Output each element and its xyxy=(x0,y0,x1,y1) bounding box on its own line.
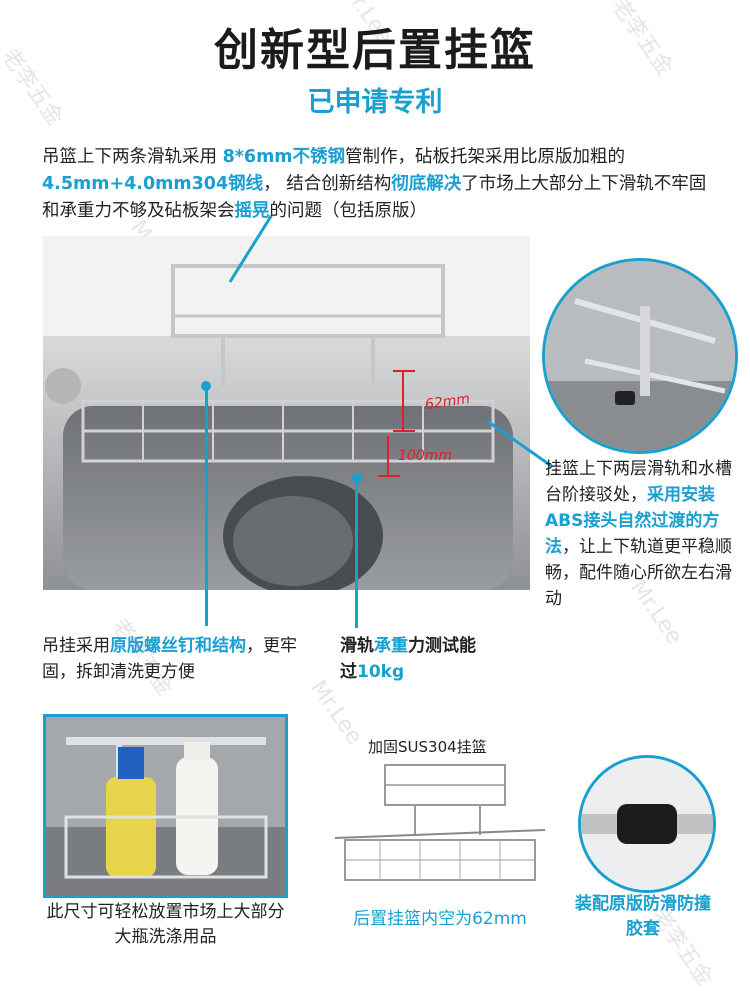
bottles-in-basket-illustration xyxy=(46,717,285,895)
description-text: 挂篮上下两层滑轨和水槽台阶接驳处， xyxy=(545,459,732,505)
watermark: Mr.Lee xyxy=(305,675,367,750)
caption-highlight: 10kg xyxy=(357,662,405,682)
intro-text: 了市场上大部分上下滑轨不牢固和承重力不够及砧板架会 xyxy=(42,174,707,221)
caption-text: 滑轨 xyxy=(340,636,374,656)
caption-highlight: 原版螺丝钉和结构 xyxy=(110,636,246,656)
page-subtitle: 已申请专利 xyxy=(307,87,443,118)
leader-line xyxy=(205,388,208,626)
rubber-sleeve-illustration xyxy=(581,758,713,890)
intro-text: 的问题（包括原版） xyxy=(269,201,428,221)
screw-caption: 吊挂采用原版螺丝钉和结构，更牢固，拆卸清洗更方便 xyxy=(42,633,302,685)
rubber-sleeve-caption: 装配原版防滑防撞胶套 xyxy=(575,894,711,939)
intro-paragraph: 吊篮上下两条滑轨采用 8*6mm不锈钢管制作，砧板托架采用比原版加粗的 4.5mm… xyxy=(42,144,722,225)
page-title: 创新型后置挂篮 xyxy=(214,25,536,76)
description-text: ，让上下轨道更平稳顺畅，配件随心所欲左右滑动 xyxy=(545,537,732,609)
inner-space-caption: 后置挂篮内空为62mm xyxy=(353,909,527,929)
intro-highlight: 4.5mm+4.0mm304钢线 xyxy=(42,174,264,194)
load-test-caption: 滑轨承重力测试能过10kg xyxy=(340,633,490,685)
basket-product-illustration xyxy=(334,764,546,881)
bottle-demo-photo xyxy=(43,714,288,898)
intro-highlight: 彻底解决 xyxy=(391,174,462,194)
caption-text: ，更牢固，拆卸清洗更方便 xyxy=(42,636,297,682)
zoom-detail-circle xyxy=(542,258,738,454)
intro-text: ， 结合创新结构 xyxy=(263,174,392,194)
caption-highlight: 承重 xyxy=(374,636,408,656)
main-product-photo: 62mm 100mm xyxy=(43,236,530,590)
intro-text: 吊篮上下两条滑轨采用 xyxy=(42,147,223,167)
intro-highlight: 8*6mm不锈钢 xyxy=(222,147,346,167)
basket-material-label: 加固SUS304挂篮 xyxy=(368,738,487,756)
description-highlight: 采用安装ABS接头自然过渡的方法 xyxy=(545,485,720,557)
sink-basket-illustration xyxy=(43,236,530,590)
caption-text: 力测试能过 xyxy=(340,636,476,682)
intro-text: 管制作，砧板托架采用比原版加粗的 xyxy=(345,147,626,167)
caption-text: 吊挂采用 xyxy=(42,636,110,656)
rail-joint-illustration xyxy=(545,261,735,451)
intro-highlight: 摇晃 xyxy=(234,201,270,221)
leader-line xyxy=(355,478,358,628)
rail-joint-description: 挂篮上下两层滑轨和水槽台阶接驳处，采用安装ABS接头自然过渡的方法，让上下轨道更… xyxy=(545,456,735,612)
bottle-caption: 此尺寸可轻松放置市场上大部分大瓶洗涤用品 xyxy=(46,902,285,947)
rubber-sleeve-circle xyxy=(578,755,716,893)
dimension-label-100: 100mm xyxy=(398,448,452,464)
